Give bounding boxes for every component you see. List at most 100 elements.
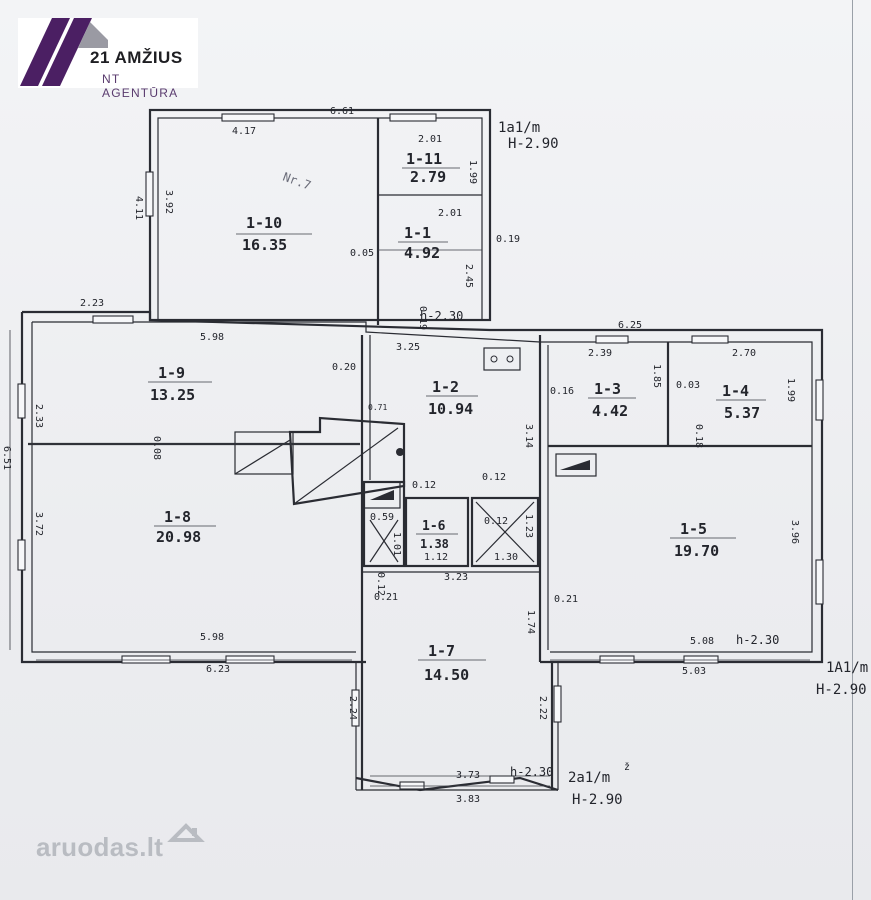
dim-201a: 2.01	[418, 134, 442, 145]
dim-239: 2.39	[588, 348, 612, 359]
room-1-10-area: 16.35	[242, 236, 287, 254]
dim-314: 3.14	[523, 424, 534, 448]
dim-383: 3.83	[456, 794, 480, 805]
note-floor-top: 1a1/m	[498, 120, 540, 136]
page-edge-line	[852, 0, 853, 900]
note-floor-bottom: 2a1/m	[568, 770, 610, 786]
dim-396: 3.96	[789, 520, 800, 544]
agency-logo-mark-icon	[20, 18, 108, 86]
note-height-bottom: H-2.90	[572, 792, 623, 808]
dim-245: 2.45	[463, 264, 474, 288]
room-1-4-id: 1-4	[722, 382, 749, 400]
dim-223: 2.23	[80, 298, 104, 309]
dim-071: 0.71	[368, 403, 387, 412]
note-floor-bottom-mark: ž	[624, 761, 630, 773]
handwritten-notes: 1a1/m H-2.90 h-2.30 h-2.30 h-2.30 1A1/m …	[281, 120, 868, 808]
room-labels: 1-10 16.35 1-11 2.79 1-1 4.92 1-9 13.25 …	[148, 150, 766, 684]
dim-018: 0.18	[693, 424, 704, 448]
room-1-1-id: 1-1	[404, 224, 431, 242]
fixtures	[363, 347, 597, 563]
dim-417: 4.17	[232, 126, 256, 137]
note-h-inner-top: h-2.30	[420, 309, 463, 323]
note-height-right: H-2.90	[816, 682, 867, 698]
dim-199b: 1.99	[785, 378, 796, 402]
dim-199: 1.99	[467, 160, 478, 184]
dim-625: 6.25	[618, 320, 642, 331]
room-1-2-id: 1-2	[432, 378, 459, 396]
dim-323: 3.23	[444, 572, 468, 583]
room-1-11-id: 1-11	[406, 150, 442, 168]
room-1-9-area: 13.25	[150, 386, 195, 404]
dim-019b: 0.19	[417, 306, 428, 330]
dim-021b: 0.21	[554, 594, 578, 605]
dim-185: 1.85	[651, 364, 662, 388]
room-1-7-id: 1-7	[428, 642, 455, 660]
room-1-6-area: 1.38	[420, 537, 449, 551]
room-1-7-area: 14.50	[424, 666, 469, 684]
note-height-top: H-2.90	[508, 136, 559, 152]
room-1-8-area: 20.98	[156, 528, 201, 546]
dim-503: 5.03	[682, 666, 706, 677]
dim-020: 0.20	[332, 362, 356, 373]
dim-021a: 0.21	[374, 592, 398, 603]
windows	[17, 113, 824, 790]
dim-123: 1.23	[523, 514, 534, 538]
room-1-6-id: 1-6	[422, 519, 446, 534]
dim-372: 3.72	[33, 512, 44, 536]
dim-059: 0.59	[370, 512, 394, 523]
house-icon	[167, 823, 205, 842]
dim-623: 6.23	[206, 664, 230, 675]
dim-012b: 0.12	[482, 472, 506, 483]
dim-005: 0.05	[350, 248, 374, 259]
room-1-5-id: 1-5	[680, 520, 707, 538]
room-1-10-id: 1-10	[246, 214, 282, 232]
stairs-block	[234, 416, 406, 506]
dim-224: 2.24	[347, 696, 358, 720]
dim-top-661: 6.61	[330, 106, 354, 117]
measurements: 6.61 4.17 2.01 1.99 2.01 4.11 3.92 0.05 …	[1, 106, 800, 805]
room-1-8-id: 1-8	[164, 508, 191, 526]
note-scribble: Nr.7	[281, 170, 313, 193]
dim-012d: 0.12	[375, 572, 386, 596]
dim-392: 3.92	[163, 190, 174, 214]
room-1-11-area: 2.79	[410, 168, 446, 186]
dim-130: 1.30	[494, 552, 518, 563]
dim-270: 2.70	[732, 348, 756, 359]
room-1-3-area: 4.42	[592, 402, 628, 420]
dim-651: 6.51	[1, 446, 12, 470]
dim-112: 1.12	[424, 552, 448, 563]
dim-598b: 5.98	[200, 632, 224, 643]
note-h-inner-right: h-2.30	[736, 633, 779, 647]
dim-008: 0.08	[151, 436, 162, 460]
dim-201b: 2.01	[438, 208, 462, 219]
dim-373: 3.73	[456, 770, 480, 781]
dim-003: 0.03	[676, 380, 700, 391]
dim-233: 2.33	[33, 404, 44, 428]
dim-508: 5.08	[690, 636, 714, 647]
dim-411: 4.11	[133, 196, 144, 220]
dim-012a: 0.12	[412, 480, 436, 491]
watermark-text: aruodas.lt	[36, 832, 164, 862]
note-floor-right: 1A1/m	[826, 660, 868, 676]
room-1-3-id: 1-3	[594, 380, 621, 398]
dim-101: 1.01	[391, 532, 402, 556]
dim-325: 3.25	[396, 342, 420, 353]
dim-174: 1.74	[525, 610, 536, 634]
dim-222: 2.22	[537, 696, 548, 720]
dim-016: 0.16	[550, 386, 574, 397]
room-1-4-area: 5.37	[724, 404, 760, 422]
room-1-1-area: 4.92	[404, 244, 440, 262]
dimension-lines	[9, 249, 810, 787]
room-1-9-id: 1-9	[158, 364, 185, 382]
agency-logo: 21 AMŽIUS NT AGENTŪRA	[18, 18, 198, 100]
room-1-5-area: 19.70	[674, 542, 719, 560]
agency-logo-subtitle: NT AGENTŪRA	[102, 72, 179, 100]
dim-598a: 5.98	[200, 332, 224, 343]
room-1-2-area: 10.94	[428, 400, 473, 418]
agency-logo-brand: 21 AMŽIUS	[90, 48, 183, 67]
dim-019a: 0.19	[496, 234, 520, 245]
note-h-inner-bottom: h-2.30	[510, 765, 553, 779]
dim-012c: 0.12	[484, 516, 508, 527]
